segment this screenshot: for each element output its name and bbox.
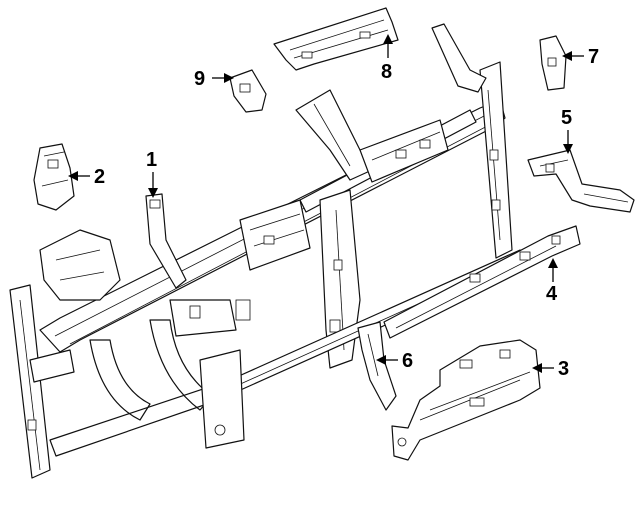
part-1-bracket bbox=[145, 193, 187, 289]
callout-8: 8 bbox=[381, 61, 392, 83]
arrow-5 bbox=[563, 144, 573, 154]
arrow-8 bbox=[383, 34, 393, 44]
callout-6: 6 bbox=[402, 350, 413, 372]
part-9-clip bbox=[229, 69, 267, 113]
callout-1: 1 bbox=[146, 149, 157, 171]
arrow-7 bbox=[562, 51, 572, 61]
part-6-brace bbox=[357, 321, 397, 411]
part-3-reinforcement bbox=[391, 339, 541, 461]
arrow-9 bbox=[224, 73, 234, 83]
callout-9: 9 bbox=[194, 68, 205, 90]
arrow-6 bbox=[376, 355, 386, 365]
leader-lines bbox=[68, 34, 584, 373]
part-5-bracket bbox=[527, 149, 635, 213]
callout-3: 3 bbox=[558, 358, 569, 380]
arrow-3 bbox=[532, 363, 542, 373]
cross-car-beam-assembly bbox=[9, 23, 527, 479]
arrow-1 bbox=[148, 188, 158, 198]
part-8-mount bbox=[273, 7, 399, 71]
callout-7: 7 bbox=[588, 46, 599, 68]
arrow-4 bbox=[548, 258, 558, 268]
part-7-bracket bbox=[539, 35, 567, 91]
callout-labels: 1 2 3 4 5 6 7 8 9 bbox=[94, 46, 599, 380]
part-4-cross-member bbox=[383, 225, 581, 339]
callout-2: 2 bbox=[94, 166, 105, 188]
arrow-2 bbox=[68, 171, 78, 181]
callout-5: 5 bbox=[561, 107, 572, 129]
part-2-bracket bbox=[33, 143, 75, 211]
callout-4: 4 bbox=[546, 283, 558, 305]
